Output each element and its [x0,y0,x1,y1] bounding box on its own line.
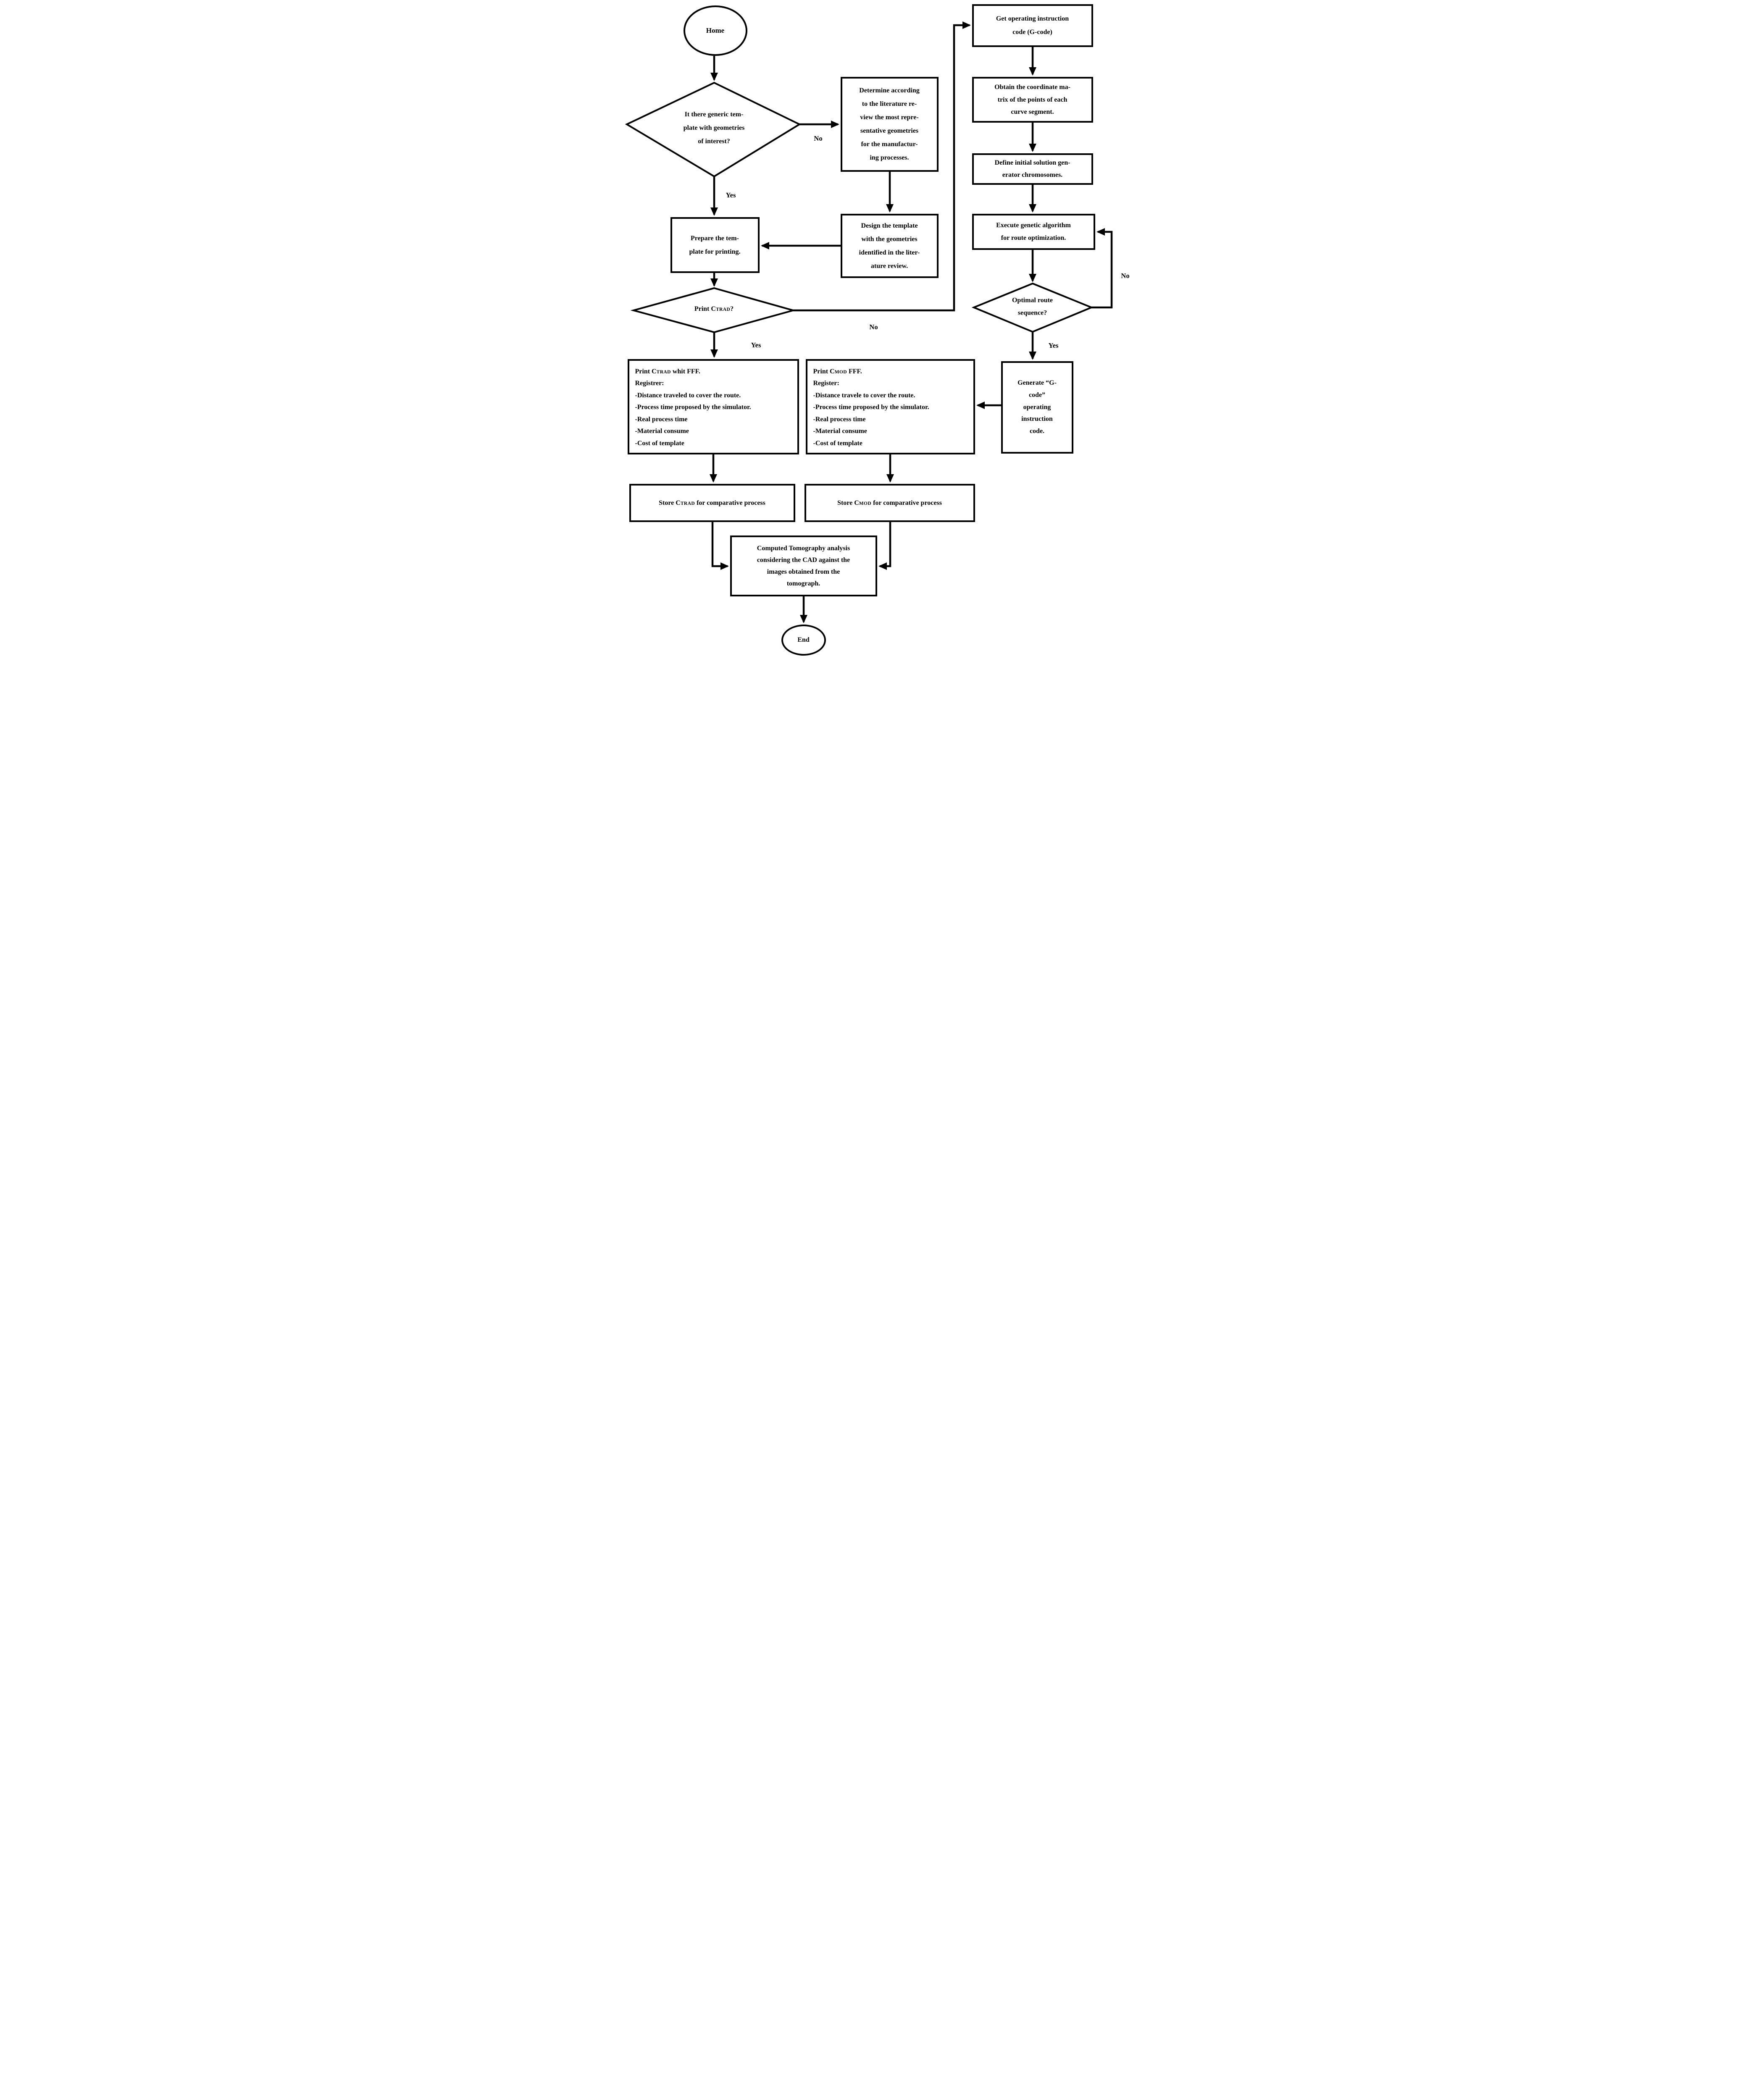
process-design-template-label: Design the template with the geometries … [859,222,920,270]
edge-label-print-no: No [869,323,878,331]
connector-layer [625,21,1112,623]
process-store-cmod-suffix: for comparative process [871,499,942,507]
process-store-cmod-label: Store CMOD for comparative process [837,499,942,507]
process-print-cmod-sub: MOD [834,370,847,375]
flowchart-canvas: Home End It there generic tem- plate wit… [621,0,1138,659]
decision-optimal-route-label: Optimal route sequence? [1012,297,1053,317]
process-store-ctrad-label: Store CTRAD for comparative process [659,499,765,507]
start-node-home-label: Home [706,26,725,34]
decision-print-ctrad-sub: TRAD [715,307,731,312]
decision-print-ctrad-label: Print CTRAD? [694,305,734,313]
end-node: End [781,625,826,656]
process-print-ctrad-text: Print CTRAD whit FFF. Registrer: -Distanc… [635,366,751,449]
process-design-template: Design the template with the geometries … [840,214,939,278]
edge-label-generic-no: No [814,134,823,142]
process-store-ctrad-sub: TRAD [680,501,695,506]
decision-print-ctrad-suffix: ? [730,305,734,312]
process-get-gcode: Get operating instruction code (G-code) [972,4,1093,47]
edge-label-print-yes: Yes [751,341,761,349]
process-print-ctrad-body: Registrer: -Distance traveled to cover t… [635,380,751,447]
process-print-cmod: Print CMOD FFF. Register: -Distance trave… [805,359,975,454]
edge-store-cmod-to-ct [878,522,891,570]
process-define-chromosomes: Define initial solution gen- erator chro… [972,153,1093,185]
process-print-cmod-suffix: FFF. [847,368,862,375]
process-generate-gcode-label: Generate “G- code” operating instruction… [1018,379,1057,435]
process-print-cmod-text: Print CMOD FFF. Register: -Distance trave… [813,366,929,449]
process-get-gcode-label: Get operating instruction code (G-code) [996,15,1069,36]
decision-print-ctrad-prefix: Print C [694,305,716,312]
process-store-cmod-sub: MOD [859,501,872,506]
process-determine-literature-label: Determine according to the literature re… [859,87,920,161]
process-print-cmod-body: Register: -Distance travele to cover the… [813,380,929,447]
end-node-label: End [797,636,810,643]
process-print-cmod-prefix: Print C [813,368,835,375]
process-store-cmod: Store CMOD for comparative process [804,484,975,522]
process-store-cmod-prefix: Store C [837,499,859,507]
edge-optimal-no-loop-to-execute [1091,228,1112,309]
process-store-ctrad-prefix: Store C [659,499,681,507]
process-print-ctrad-sub: TRAD [656,370,671,375]
process-generate-gcode: Generate “G- code” operating instruction… [1001,361,1073,454]
edge-label-generic-yes: Yes [726,191,736,199]
process-print-ctrad: Print CTRAD whit FFF. Registrer: -Distanc… [627,359,799,454]
process-print-ctrad-prefix: Print C [635,368,657,375]
process-print-ctrad-suffix: whit FFF. [670,368,700,375]
process-store-ctrad: Store CTRAD for comparative process [629,484,795,522]
process-store-ctrad-suffix: for comparative process [695,499,765,507]
process-obtain-matrix-label: Obtain the coordinate ma- trix of the po… [994,84,1070,116]
process-obtain-matrix: Obtain the coordinate ma- trix of the po… [972,77,1093,123]
decision-generic-template-label: It there generic tem- plate with geometr… [683,111,745,145]
process-ct-analysis-label: Computed Tomography analysis considering… [757,544,850,587]
edge-label-optimal-yes: Yes [1048,341,1059,349]
process-execute-ga: Execute genetic algorithm for route opti… [972,214,1095,250]
edge-store-ctrad-to-ct [711,522,729,570]
process-prepare-template: Prepare the tem- plate for printing. [670,217,760,273]
process-define-chromosomes-label: Define initial solution gen- erator chro… [994,159,1070,178]
process-prepare-template-label: Prepare the tem- plate for printing. [689,234,741,255]
process-determine-literature: Determine according to the literature re… [840,77,939,172]
start-node-home: Home [683,5,747,56]
edge-print-no-to-get-gcode [793,21,971,312]
process-execute-ga-label: Execute genetic algorithm for route opti… [996,221,1071,242]
edge-label-optimal-no: No [1121,272,1130,280]
process-ct-analysis: Computed Tomography analysis considering… [730,536,877,596]
